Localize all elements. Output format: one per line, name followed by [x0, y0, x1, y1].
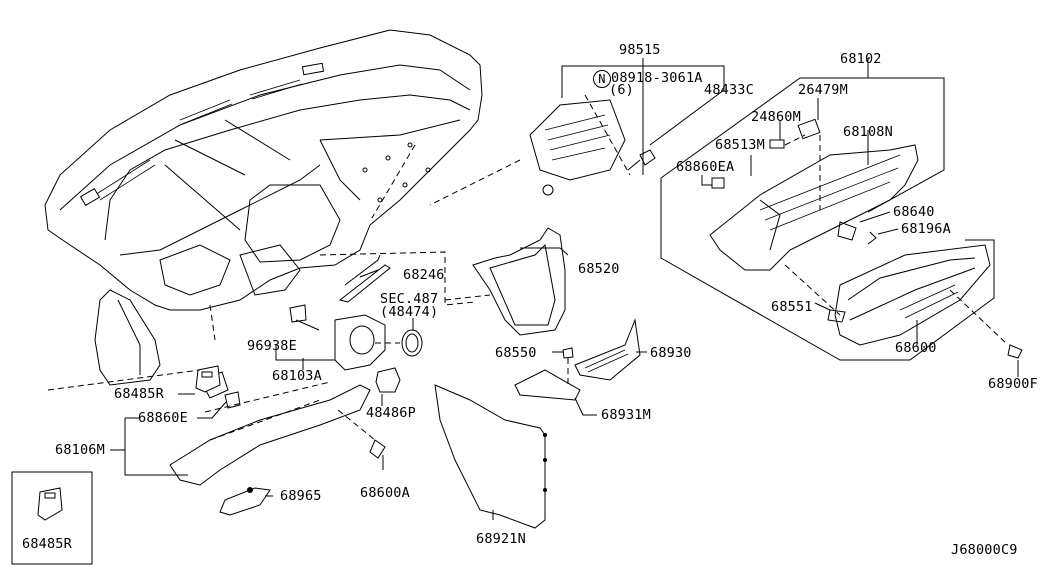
part-quantity-6: (6) — [609, 82, 634, 98]
part-label-96938E: 96938E — [247, 338, 297, 354]
lower-cover-drawing — [434, 318, 641, 529]
inset-bracket-drawing — [37, 487, 63, 521]
part-label-68965: 68965 — [280, 488, 322, 504]
part-label-68246: 68246 — [403, 267, 445, 283]
part-label-68930: 68930 — [650, 345, 692, 361]
part-label-68550: 68550 — [495, 345, 537, 361]
part-label-68551: 68551 — [771, 299, 813, 315]
heater-control-drawing — [529, 94, 656, 196]
section-reference-487: SEC.487 — [380, 291, 439, 307]
nut-symbol-icon: N — [593, 70, 611, 88]
inset-part-label-68485R: 68485R — [22, 536, 72, 552]
part-label-98515: 98515 — [619, 42, 661, 58]
part-label-24860M: 24860M — [751, 109, 801, 125]
diagram-code: J68000C9 — [951, 542, 1018, 558]
part-label-68900F: 68900F — [988, 376, 1038, 392]
part-label-68520: 68520 — [578, 261, 620, 277]
part-label-68931M: 68931M — [601, 407, 651, 423]
part-label-08918-3061A: 08918-3061A — [611, 70, 703, 86]
part-label-68102: 68102 — [840, 51, 882, 67]
finisher-drawing — [169, 254, 423, 516]
glove-box-drawing — [709, 118, 1023, 359]
inset-box — [11, 471, 93, 565]
part-label-26479M: 26479M — [798, 82, 848, 98]
part-label-68485R: 68485R — [114, 386, 164, 402]
leader-lines — [47, 58, 1019, 520]
part-label-68108N: 68108N — [843, 124, 893, 140]
part-label-68600A: 68600A — [360, 485, 410, 501]
part-label-68860EA: 68860EA — [676, 159, 735, 175]
instrument-panel-drawing — [44, 29, 483, 386]
part-label-68106M: 68106M — [55, 442, 105, 458]
cluster-lid-drawing — [444, 227, 566, 336]
part-label-68513M: 68513M — [715, 137, 765, 153]
part-label-68640: 68640 — [893, 204, 935, 220]
part-label-68921N: 68921N — [476, 531, 526, 547]
part-label-68860E: 68860E — [138, 410, 188, 426]
part-label-48486P: 48486P — [366, 405, 416, 421]
part-label-68600: 68600 — [895, 340, 937, 356]
bracket-68485R-drawing — [195, 365, 221, 393]
part-label-48433C: 48433C — [704, 82, 754, 98]
section-reference-48474: (48474) — [380, 304, 439, 320]
part-label-68196A: 68196A — [901, 221, 951, 237]
part-label-68103A: 68103A — [272, 368, 322, 384]
